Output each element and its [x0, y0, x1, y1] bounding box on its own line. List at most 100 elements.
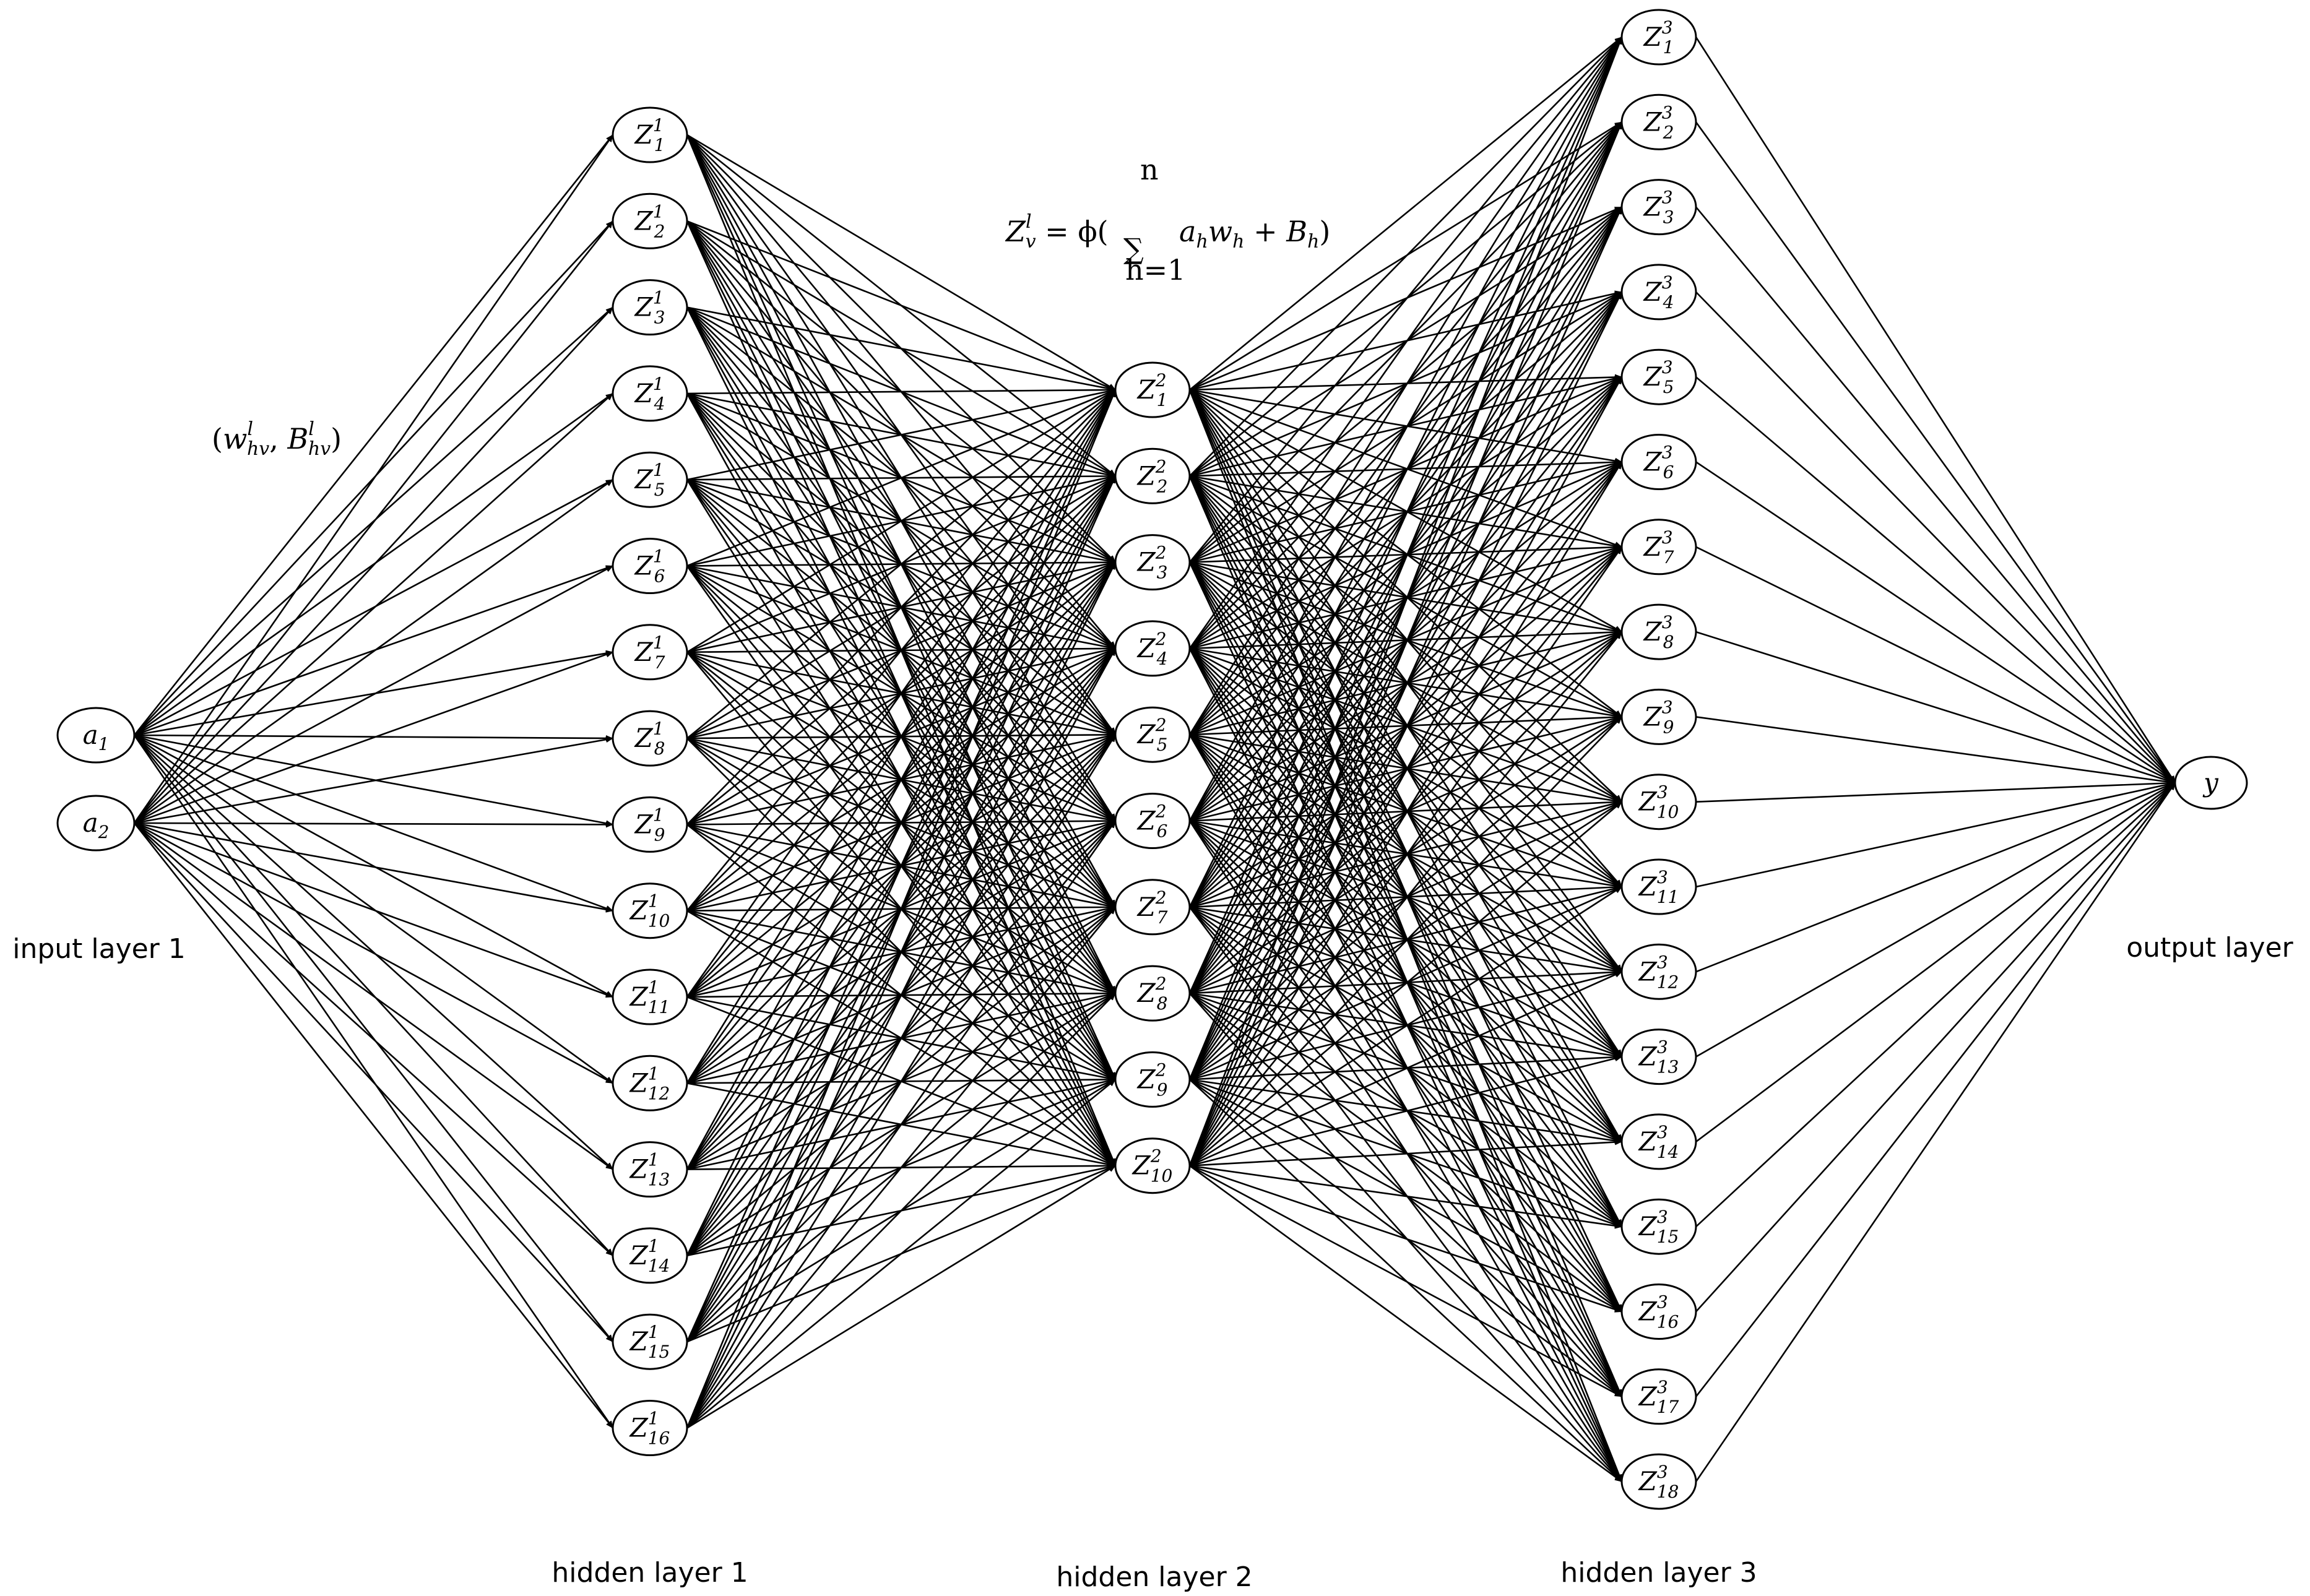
layer-title-input: input layer 1 [12, 933, 186, 965]
edge-hidden1-16-to-hidden2-1 [686, 389, 1117, 1428]
node-circle [1114, 620, 1191, 677]
edge-hidden3-15-to-output-1 [1695, 782, 2176, 1228]
node-circle [1620, 774, 1697, 830]
edge-hidden2-10-to-hidden3-10 [1189, 801, 1622, 1167]
node-circle [612, 882, 688, 939]
edge-hidden1-2-to-hidden2-1 [686, 220, 1116, 391]
layer-title-hidden1: hidden layer 1 [552, 1557, 748, 1589]
edge-hidden1-16-to-hidden2-6 [686, 820, 1117, 1429]
edge-input-2-to-hidden1-4 [134, 392, 613, 824]
edge-hidden1-16-to-hidden2-9 [686, 1079, 1116, 1429]
edge-hidden1-4-to-hidden2-1 [686, 387, 1116, 395]
node-circle [1114, 965, 1191, 1022]
edge-hidden1-16-to-hidden2-4 [686, 648, 1117, 1429]
edge-hidden2-6-to-hidden3-1 [1188, 37, 1623, 822]
edge-hidden1-16-to-hidden2-2 [686, 475, 1117, 1429]
edge-hidden1-16-to-hidden2-7 [686, 906, 1117, 1429]
node-circle [1620, 688, 1697, 745]
node-circle [1620, 1368, 1697, 1425]
node-circle [2174, 756, 2248, 810]
node-circle [612, 1227, 688, 1284]
node-label: a1 [83, 720, 110, 754]
edge-input-2-to-hidden1-14 [134, 822, 613, 1256]
node-circle [612, 192, 688, 249]
edge-hidden1-8-to-hidden2-1 [686, 389, 1116, 740]
node-circle [1114, 793, 1191, 849]
edge-hidden2-5-to-hidden3-1 [1188, 37, 1623, 735]
edge-hidden1-16-to-hidden2-3 [686, 561, 1117, 1429]
edge-hidden3-14-to-output-1 [1695, 782, 2176, 1142]
layer-title-hidden3: hidden layer 3 [1560, 1557, 1757, 1589]
edge-hidden1-13-to-hidden2-1 [686, 389, 1117, 1170]
edge-hidden2-10-to-hidden3-9 [1189, 716, 1622, 1167]
node-circle [1620, 603, 1697, 660]
edge-hidden2-10-to-hidden3-6 [1188, 461, 1623, 1167]
edge-hidden2-1-to-hidden3-1 [1189, 36, 1622, 391]
edge-hidden2-9-to-hidden3-1 [1188, 37, 1623, 1080]
node-circle [1620, 93, 1697, 150]
edge-hidden1-12-to-hidden2-1 [686, 389, 1117, 1084]
layer-titles: input layer 1 hidden layer 1 hidden layer … [12, 932, 2293, 1593]
edge-hidden1-16-to-hidden2-10 [686, 1165, 1116, 1429]
edge-hidden2-10-to-hidden3-12 [1189, 971, 1622, 1167]
edge-hidden2-10-to-hidden3-14 [1189, 1139, 1622, 1167]
node-circle [1620, 1198, 1697, 1255]
node-circle [1620, 858, 1697, 915]
node-circle [612, 1400, 688, 1456]
node-circle [1620, 434, 1697, 490]
edge-hidden1-16-to-hidden2-8 [686, 993, 1116, 1429]
layer-title-output: output layer [2126, 932, 2293, 964]
node-circle [1620, 348, 1697, 405]
edge-hidden2-7-to-hidden3-1 [1188, 37, 1623, 908]
node-circle [612, 1055, 688, 1111]
node-circle [1620, 1113, 1697, 1170]
edge-input-2-to-hidden1-13 [134, 822, 613, 1170]
edge-hidden3-2-to-output-1 [1695, 121, 2176, 783]
node-circle [1114, 447, 1191, 504]
node-circle [612, 624, 688, 681]
edge-hidden3-1-to-output-1 [1695, 37, 2176, 783]
edge-hidden1-7-to-hidden2-1 [686, 389, 1116, 653]
node-circle [1114, 879, 1191, 936]
